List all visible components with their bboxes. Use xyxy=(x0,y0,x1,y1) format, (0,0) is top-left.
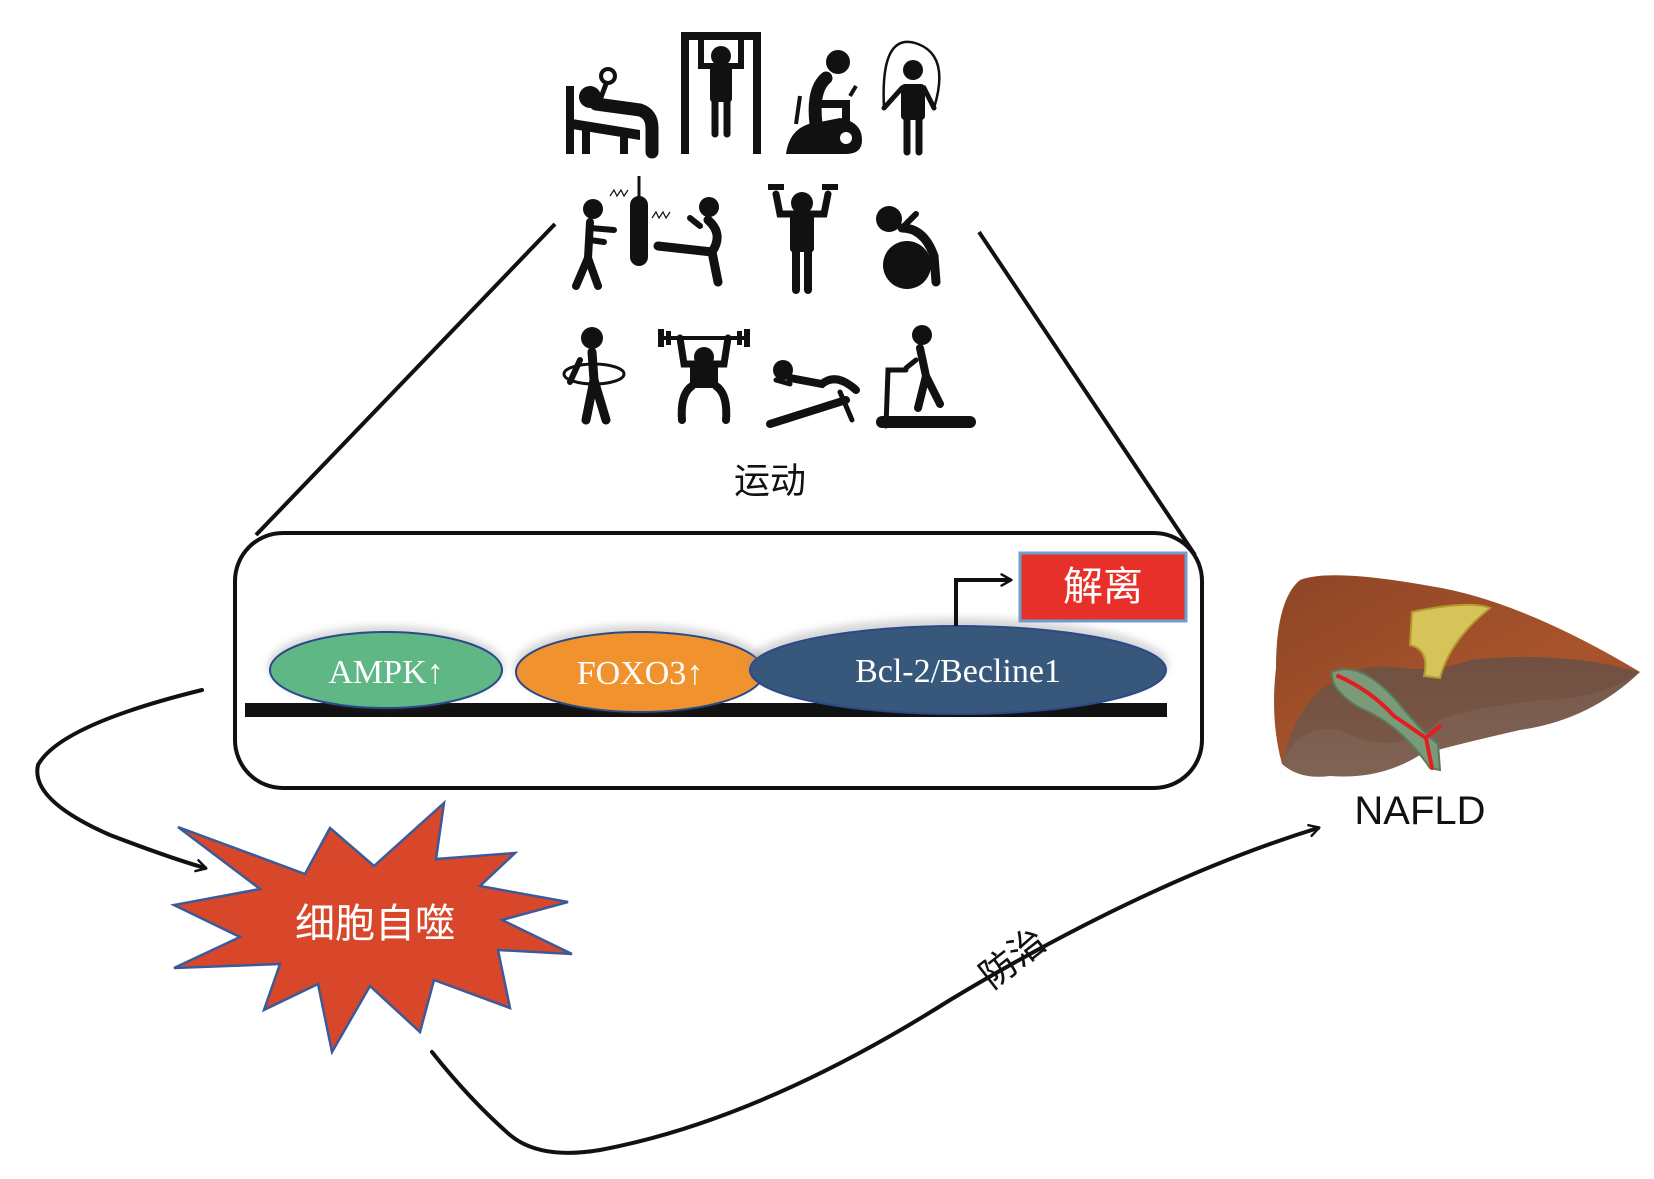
zoom-line-left xyxy=(254,222,557,537)
weightlifting-icon xyxy=(658,329,750,424)
treadmill-icon xyxy=(876,325,976,429)
yoga-ball-icon xyxy=(876,206,941,289)
dissociation-label: 解离 xyxy=(1063,564,1143,610)
bench-press-icon xyxy=(566,67,659,159)
jump-rope-icon xyxy=(881,40,941,156)
boxing-kick-icon xyxy=(572,176,723,290)
arrow-to-autophagy xyxy=(35,688,208,873)
autophagy-starburst: 细胞自噬 xyxy=(170,799,573,1056)
exercise-icons xyxy=(562,32,976,429)
zoom-line-right xyxy=(977,230,1197,557)
node-label-foxo3: FOXO3↑ xyxy=(577,655,704,692)
arrow-to-nafld xyxy=(430,823,1321,1155)
autophagy-label: 细胞自噬 xyxy=(295,901,455,947)
sit-up-icon xyxy=(766,360,860,428)
dumbbell-icon xyxy=(768,184,838,294)
treatment-label: 防治 xyxy=(972,920,1054,997)
node-label-ampk: AMPK↑ xyxy=(328,654,443,691)
hula-hoop-icon xyxy=(562,327,626,425)
node-label-bcl2-beclin1: Bcl-2/Becline1 xyxy=(855,653,1061,690)
exercise-bike-icon xyxy=(786,50,862,154)
liver-illustration xyxy=(1274,575,1640,777)
nafld-label: NAFLD xyxy=(1354,789,1485,833)
pathway-node-foxo3: FOXO3↑ xyxy=(514,625,766,713)
pull-up-icon xyxy=(681,32,761,154)
exercise-label: 运动 xyxy=(734,461,806,502)
pathway-node-bcl2-beclin1: Bcl-2/Becline1 xyxy=(748,618,1168,715)
pathway-node-ampk: AMPK↑ xyxy=(268,626,504,709)
dissociation-arrow xyxy=(954,573,1013,626)
dissociation-box: 解离 xyxy=(1018,551,1188,623)
